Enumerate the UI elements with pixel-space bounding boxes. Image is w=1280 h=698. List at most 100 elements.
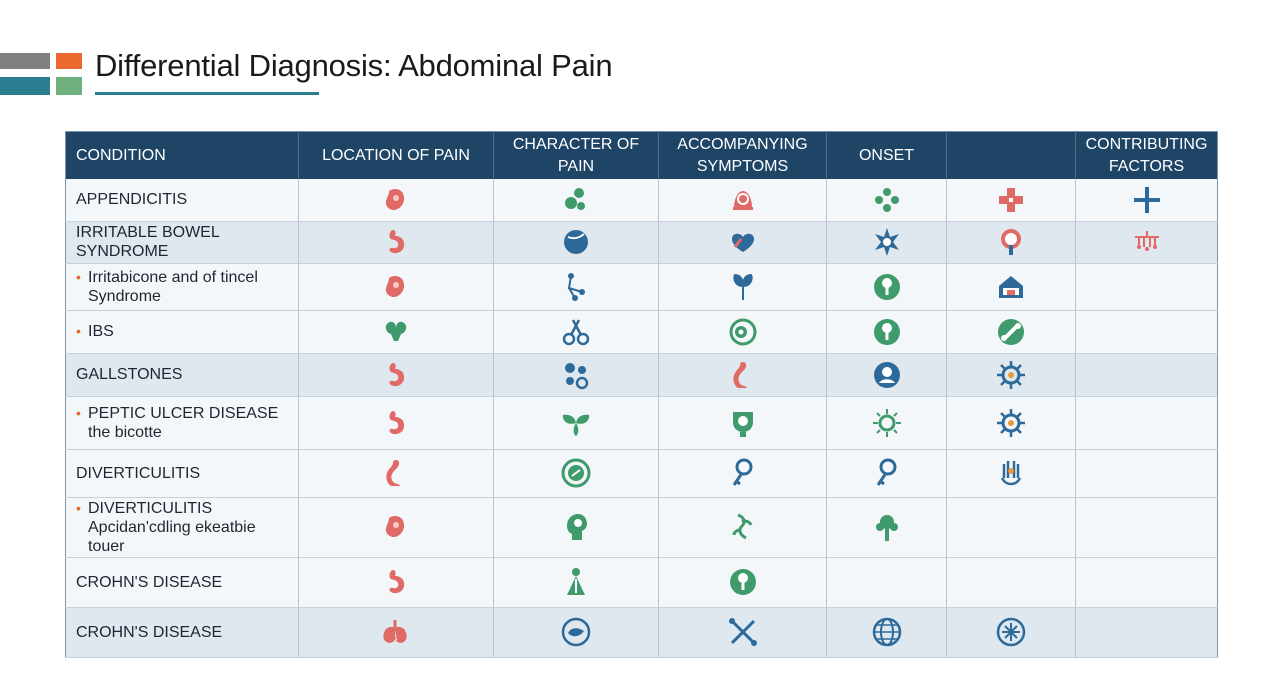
condition-line3: touer <box>88 537 125 555</box>
location-cell <box>298 263 494 311</box>
extra-cell <box>946 263 1076 311</box>
condition-line2: Apcidan'cdling ekeatbie <box>88 518 256 536</box>
page-title: Differential Diagnosis: Abdominal Pain <box>95 48 613 83</box>
extra-cell <box>946 497 1076 558</box>
sun-green-icon <box>827 406 946 440</box>
header-accompanying-line1: ACCOMPANYING <box>677 135 808 153</box>
contributing-cell <box>1075 557 1218 608</box>
tree-green-icon <box>827 510 946 544</box>
face-blue-icon <box>827 358 946 392</box>
stomach-red-icon <box>299 358 493 392</box>
onset-cell <box>826 263 947 311</box>
condition-line2: Syndrome <box>88 287 161 305</box>
condition-line1: CROHN'S DISEASE <box>76 623 223 641</box>
extra-cell <box>946 221 1076 264</box>
house-blue-icon <box>947 270 1075 304</box>
condition-text: IBS <box>88 322 114 341</box>
bulb-green-icon <box>827 270 946 304</box>
header-location: LOCATION OF PAIN <box>298 131 494 179</box>
stomach-red-icon <box>299 406 493 440</box>
accompanying-cell <box>658 353 827 397</box>
accompanying-cell <box>658 497 827 558</box>
logo-block-teal <box>0 77 50 95</box>
contributing-cell <box>1075 396 1218 450</box>
condition-cell: IRRITABLE BOWEL SYNDROME <box>65 221 299 264</box>
contributing-cell <box>1075 179 1218 222</box>
accompanying-cell <box>658 310 827 354</box>
cross-blue-icon <box>1076 183 1217 217</box>
character-cell <box>493 396 659 450</box>
onset-cell <box>826 310 947 354</box>
table-row: CROHN'S DISEASE <box>65 557 1218 608</box>
onset-cell <box>826 396 947 450</box>
bullet-dot: • <box>76 499 81 516</box>
header-contributing-line2: FACTORS <box>1108 157 1185 175</box>
sprout-blue-icon <box>659 270 826 304</box>
scissors-blue-icon <box>494 315 658 349</box>
extra-cell <box>946 449 1076 498</box>
accompanying-cell <box>658 557 827 608</box>
condition-line1: CROHN'S DISEASE <box>76 573 223 591</box>
location-cell <box>298 449 494 498</box>
character-cell <box>493 497 659 558</box>
condition-line1: IBS <box>88 323 114 341</box>
extra-cell <box>946 396 1076 450</box>
condition-line1: GALLSTONES <box>76 366 183 384</box>
extra-cell <box>946 310 1076 354</box>
contributing-cell <box>1075 310 1218 354</box>
location-cell <box>298 396 494 450</box>
condition-cell: DIVERTICULITIS <box>65 449 299 498</box>
location-cell <box>298 557 494 608</box>
condition-line1: DIVERTICULITIS <box>76 464 201 482</box>
extra-cell <box>946 557 1076 608</box>
onset-cell <box>826 353 947 397</box>
location-cell <box>298 221 494 264</box>
logo-block-green <box>56 77 82 95</box>
gear-blue-icon <box>947 406 1075 440</box>
table-row: APPENDICITIS <box>65 179 1218 222</box>
onset-cell <box>826 221 947 264</box>
bone-green-icon <box>947 315 1075 349</box>
organ-red-icon <box>299 510 493 544</box>
table-header-row: CONDITION LOCATION OF PAIN CHARACTER OF … <box>65 131 1218 179</box>
location-cell <box>298 497 494 558</box>
bullet-dot: • <box>76 404 81 421</box>
onset-cell <box>826 449 947 498</box>
stomach-red-icon <box>299 225 493 259</box>
diamond-green-icon <box>827 183 946 217</box>
circle-green-icon <box>494 456 658 490</box>
kidney-green-icon <box>299 315 493 349</box>
contributing-cell <box>1075 607 1218 659</box>
onset-cell <box>826 497 947 558</box>
cluster-green-icon <box>494 183 658 217</box>
stones-blue-icon <box>494 358 658 392</box>
condition-line1: Irritabicone and of tincel <box>88 268 258 286</box>
gear-blue-icon <box>947 358 1075 392</box>
head-green-icon <box>494 510 658 544</box>
heart-blue-icon <box>659 225 826 259</box>
globe-blue-icon <box>827 615 946 649</box>
accompanying-cell <box>658 263 827 311</box>
location-cell <box>298 179 494 222</box>
accompanying-cell <box>658 396 827 450</box>
diagnosis-table: CONDITION LOCATION OF PAIN CHARACTER OF … <box>65 131 1218 659</box>
ball-blue-icon <box>494 225 658 259</box>
leaves-green-icon <box>494 406 658 440</box>
lungs-red-icon <box>299 615 493 649</box>
location-cell <box>298 310 494 354</box>
character-cell <box>493 310 659 354</box>
character-cell <box>493 179 659 222</box>
snow-blue-icon <box>947 615 1075 649</box>
table-row: IRRITABLE BOWEL SYNDROME <box>65 221 1218 264</box>
cross-red-icon <box>947 183 1075 217</box>
accompanying-cell <box>658 607 827 659</box>
character-cell <box>493 557 659 608</box>
condition-line1: PEPTIC ULCER DISEASE <box>88 404 279 422</box>
